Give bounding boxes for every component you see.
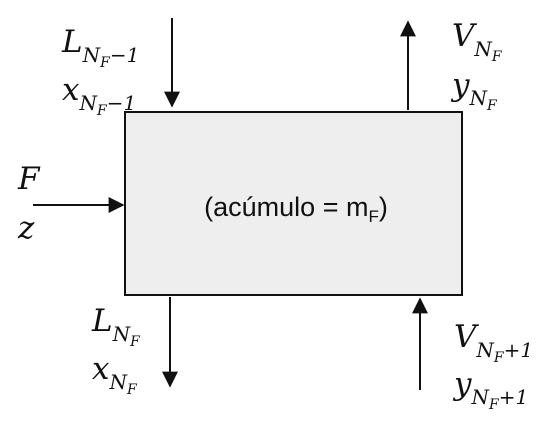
vapor-out-composition-label: yNF [450, 67, 498, 114]
stage-content-label: (acúmulo = mF) [204, 192, 388, 226]
liquid-in-flow-label: LNF−1 [61, 24, 139, 71]
vapor-in-composition-label: yNF+1 [452, 366, 528, 413]
liquid-out-composition-label: xNF [92, 351, 138, 398]
vapor-out-flow-label: VNF [452, 18, 503, 65]
liquid-out-flow-label: LNF [91, 303, 141, 350]
feed-composition-label: z [17, 210, 35, 246]
stage-box [124, 111, 463, 296]
liquid-in-composition-label: xNF−1 [62, 72, 136, 119]
vapor-in-flow-label: VNF+1 [454, 319, 533, 366]
feed-flow-label: F [17, 161, 41, 197]
